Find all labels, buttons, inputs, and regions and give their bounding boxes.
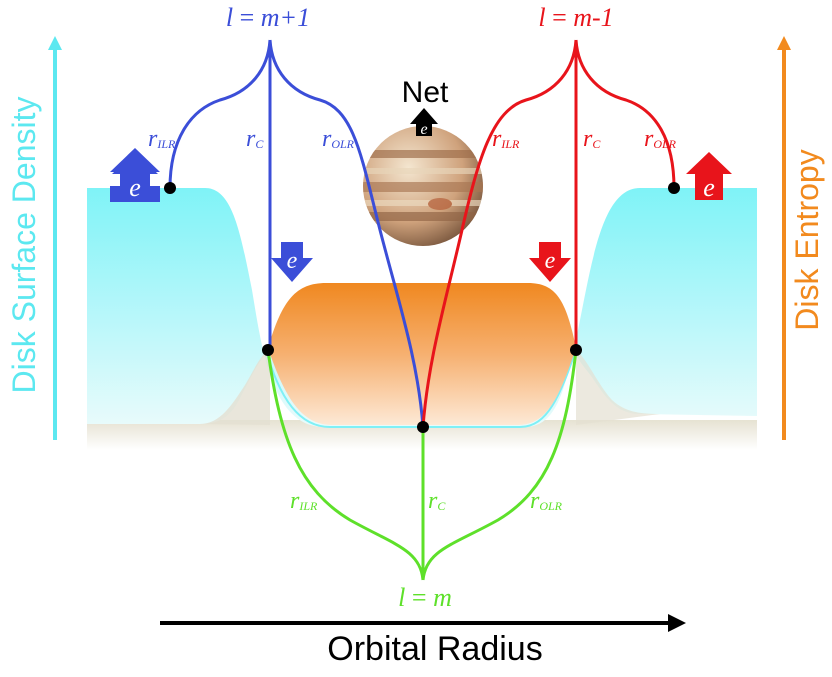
y-axis-right-arrow — [777, 36, 791, 440]
net-label: Net — [402, 76, 449, 109]
blue-resonance-tree — [168, 39, 425, 428]
blue-r-olr-label: rOLR — [322, 126, 355, 152]
blue-order-label: l = m+1 — [226, 3, 310, 32]
svg-text:e: e — [129, 173, 141, 202]
green-r-olr-label: rOLR — [530, 488, 563, 514]
svg-text:e: e — [703, 173, 715, 202]
y-axis-left-arrow — [48, 36, 62, 440]
green-order-label: l = m — [398, 583, 452, 612]
red-down-arrow-icon: e — [529, 242, 571, 282]
planet-icon — [363, 126, 483, 246]
red-up-arrow-icon: e — [686, 152, 732, 202]
point-right-edge — [570, 344, 582, 356]
gap-edge-shading-right — [576, 350, 660, 425]
svg-text:e: e — [420, 121, 427, 138]
red-r-ilr-label: rILR — [492, 126, 520, 152]
green-resonance-tree — [266, 349, 578, 581]
x-axis-label: Orbital Radius — [327, 630, 542, 668]
blue-up-arrow-icon: e — [110, 148, 160, 202]
entropy-bump — [268, 283, 576, 425]
point-red-olr — [668, 182, 680, 194]
svg-text:e: e — [287, 248, 298, 274]
y-axis-right-label: Disk Entropy — [789, 149, 825, 330]
red-resonance-tree — [421, 39, 676, 428]
red-r-olr-label: rOLR — [644, 126, 677, 152]
blue-r-c-label: rC — [246, 126, 264, 152]
resonance-points — [164, 182, 680, 433]
svg-text:e: e — [545, 248, 556, 274]
point-left-edge — [262, 344, 274, 356]
y-axis-left-label: Disk Surface Density — [6, 97, 42, 394]
point-corotation — [417, 421, 429, 433]
point-blue-ilr — [164, 182, 176, 194]
red-order-label: l = m-1 — [538, 3, 613, 32]
blue-r-ilr-label: rILR — [148, 126, 176, 152]
blue-down-arrow-icon: e — [271, 242, 313, 282]
gap-edge-shading-left — [200, 350, 270, 425]
net-up-arrow-icon: e — [410, 108, 438, 138]
red-r-c-label: rC — [583, 126, 601, 152]
x-axis-arrow — [160, 614, 686, 632]
green-r-ilr-label: rILR — [290, 488, 318, 514]
green-r-c-label: rC — [428, 488, 446, 514]
